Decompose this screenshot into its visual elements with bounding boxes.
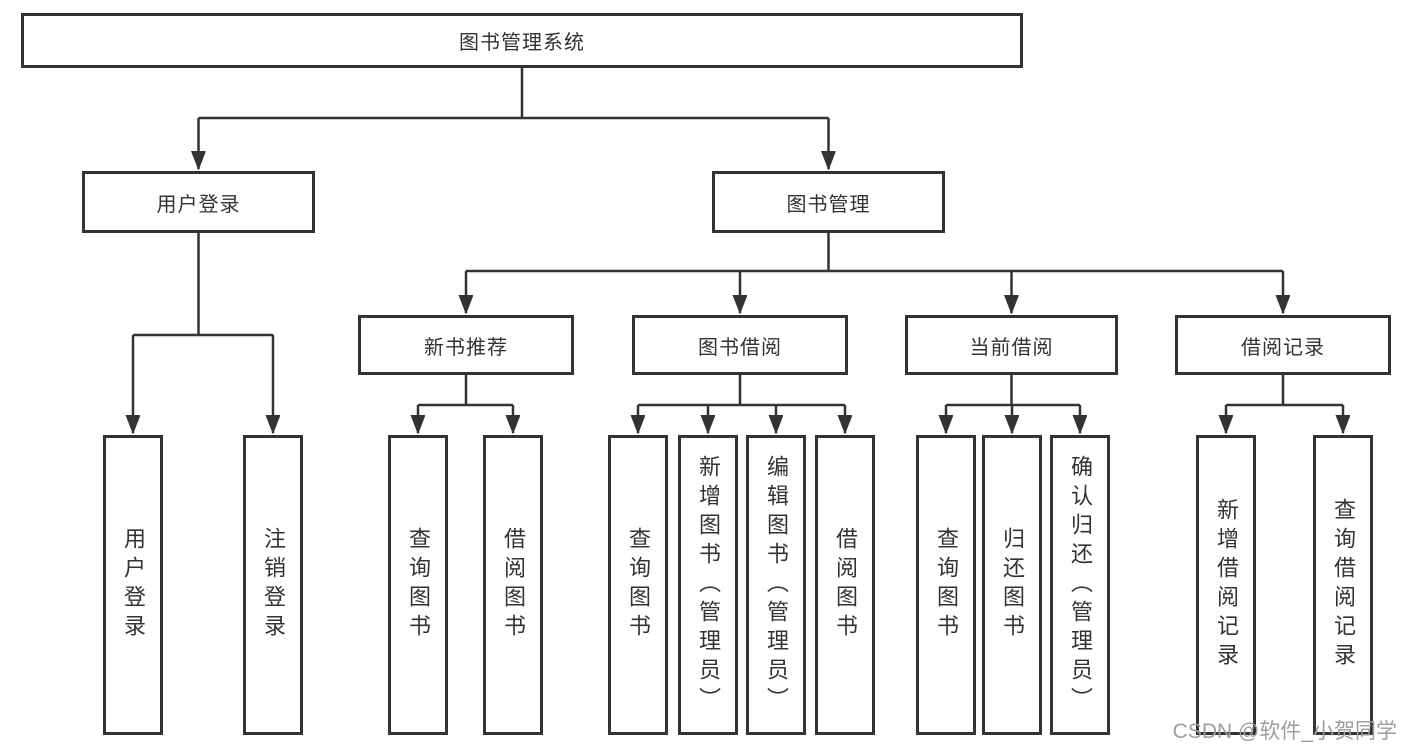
leaf-return-books: 归还图书 [982,435,1042,735]
connector-records-branch [1226,375,1343,407]
connector-newbook-branch [418,375,513,407]
leaf-edit-book-admin-label: 编辑图书（管理员） [764,454,789,716]
leaf-query-borrow-record-label: 查询借阅记录 [1331,498,1356,672]
node-current-borrowing: 当前借阅 [905,315,1118,375]
leaf-return-books-label: 归还图书 [1000,527,1025,643]
leaf-add-book-admin: 新增图书（管理员） [678,435,738,735]
node-borrowing-records-label: 借阅记录 [1241,336,1325,359]
leaf-confirm-return-admin: 确认归还（管理员） [1050,435,1110,735]
leaf-query-books-current: 查询图书 [916,435,976,735]
leaf-edit-book-admin: 编辑图书（管理员） [746,435,806,735]
connector-bookmgmt-branch [466,233,1283,273]
leaf-query-books-borrowing-label: 查询图书 [626,527,651,643]
node-borrowing-records: 借阅记录 [1175,315,1391,375]
connector-borrow-branch [638,375,845,407]
node-library-system-label: 图书管理系统 [459,32,585,54]
leaf-borrow-books-label: 借阅图书 [833,527,858,643]
leaf-logout: 注销登录 [243,435,303,735]
leaf-query-books-recommend-label: 查询图书 [406,527,431,643]
node-user-login-label: 用户登录 [156,193,241,216]
leaf-logout-label: 注销登录 [261,527,286,643]
node-current-borrowing-label: 当前借阅 [969,336,1054,359]
node-library-system: 图书管理系统 [21,13,1023,68]
leaf-user-login: 用户登录 [103,435,163,735]
leaf-borrow-books-recommend-label: 借阅图书 [501,527,526,643]
leaf-add-borrow-record-label: 新增借阅记录 [1214,498,1239,672]
node-new-book-recommend-label: 新书推荐 [424,336,508,359]
connector-userlogin-branch [133,233,273,337]
leaf-query-books-recommend: 查询图书 [388,435,448,735]
connector-root-branch [198,68,829,120]
node-new-book-recommend: 新书推荐 [358,315,574,375]
node-user-login: 用户登录 [82,171,315,233]
leaf-query-borrow-record: 查询借阅记录 [1313,435,1373,735]
connector-current-branch [946,375,1080,407]
leaf-borrow-books-recommend: 借阅图书 [483,435,543,735]
leaf-add-borrow-record: 新增借阅记录 [1196,435,1256,735]
leaf-query-books-borrowing: 查询图书 [608,435,668,735]
watermark: CSDN @软件_小贺同学 [1172,720,1397,743]
leaf-borrow-books: 借阅图书 [815,435,875,735]
node-book-management-label: 图书管理 [786,193,871,216]
leaf-add-book-admin-label: 新增图书（管理员） [696,454,721,716]
node-book-borrowing-label: 图书借阅 [698,336,782,359]
node-book-borrowing: 图书借阅 [632,315,848,375]
leaf-confirm-return-admin-label: 确认归还（管理员） [1068,454,1093,716]
node-book-management: 图书管理 [712,171,945,233]
leaf-user-login-label: 用户登录 [121,527,146,643]
leaf-query-books-current-label: 查询图书 [934,527,959,643]
